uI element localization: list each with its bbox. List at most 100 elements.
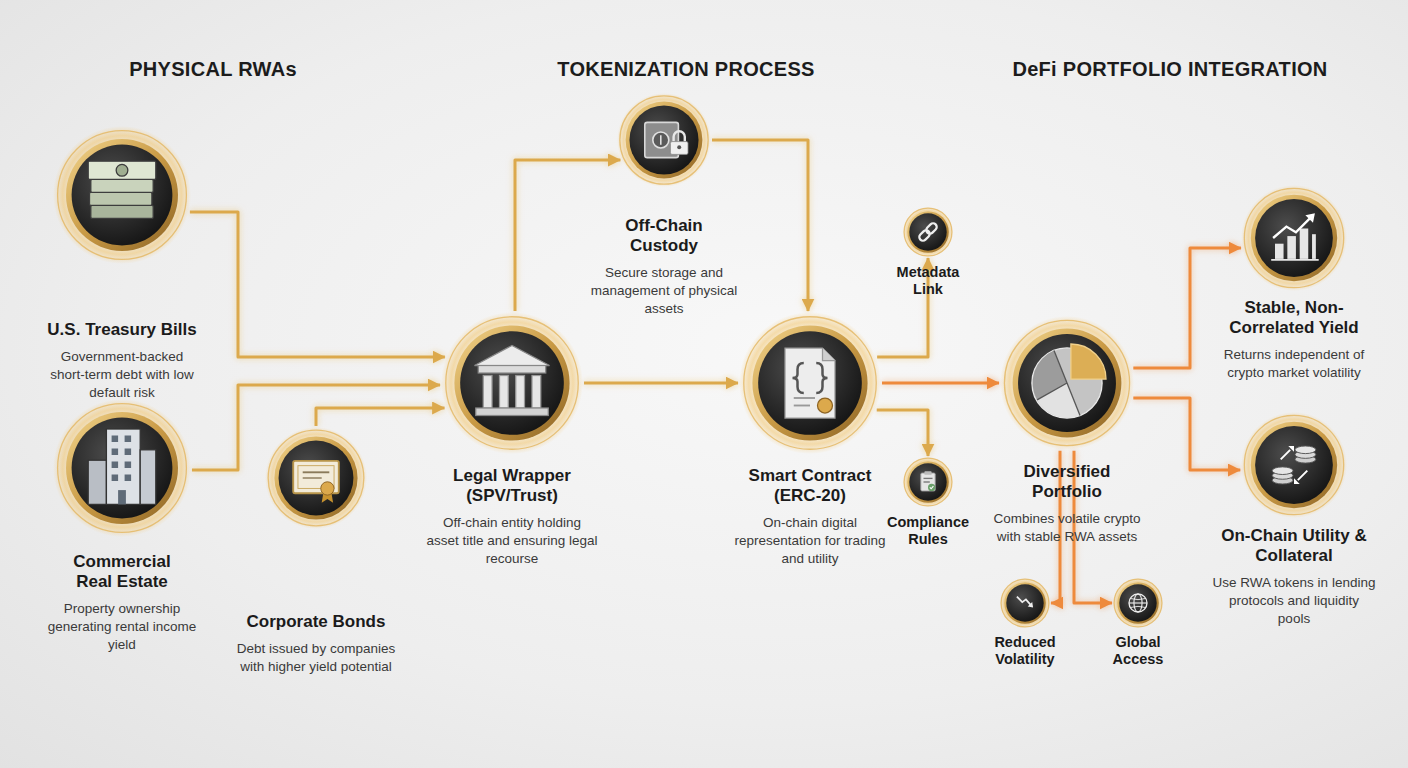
- circle-outline: [904, 208, 952, 256]
- circle-glow: [739, 312, 881, 454]
- node-text: Corporate BondsDebt issued by companies …: [216, 612, 416, 676]
- circle-outline: [58, 131, 187, 260]
- node-circle: [999, 577, 1051, 629]
- circle-outline: [58, 404, 187, 533]
- icon-node: Smart Contract (ERC-20)On-chain digital …: [738, 311, 882, 455]
- node-description: Use RWA tokens in lending protocols and …: [1212, 574, 1377, 627]
- node-circle: [738, 311, 882, 455]
- circle-outline: [1114, 579, 1162, 627]
- flow-arrow: [1133, 398, 1240, 470]
- icon-node: Metadata Link: [902, 206, 954, 258]
- node-circle: [616, 92, 712, 188]
- node-title: Smart Contract (ERC-20): [725, 466, 895, 506]
- circle-glow: [903, 207, 953, 257]
- circle-glow: [53, 399, 191, 537]
- node-circle: [52, 398, 192, 538]
- node-title: Diversified Portfolio: [1007, 462, 1127, 502]
- circle-ring: [1013, 329, 1122, 438]
- circle-core: [1119, 584, 1156, 621]
- column-heading: PHYSICAL RWAs: [0, 58, 463, 81]
- circle-glow: [1000, 316, 1134, 450]
- circle-outline: [268, 430, 364, 526]
- node-circle: [440, 311, 584, 455]
- circle-glow: [1113, 578, 1163, 628]
- node-description: Off-chain entity holding asset title and…: [426, 514, 598, 567]
- circle-ring: [66, 412, 178, 524]
- node-text: Global Access: [1103, 634, 1173, 668]
- node-text: Diversified PortfolioCombines volatile c…: [983, 462, 1151, 546]
- circle-glow: [53, 126, 191, 264]
- circle-glow: [1241, 412, 1347, 518]
- circle-core: [1255, 426, 1333, 504]
- node-text: Commercial Real EstateProperty ownership…: [47, 552, 197, 654]
- circle-core: [1018, 334, 1116, 432]
- node-title: Legal Wrapper (SPV/Trust): [427, 466, 597, 506]
- flow-arrow: [882, 382, 999, 385]
- circle-core: [1255, 199, 1333, 277]
- circle-glow: [617, 93, 711, 187]
- node-title: Compliance Rules: [878, 514, 978, 548]
- node-title: Off-Chain Custody: [604, 216, 724, 256]
- node-title: Corporate Bonds: [216, 612, 416, 632]
- circle-core: [909, 463, 946, 500]
- circle-ring: [274, 436, 357, 519]
- node-circle: [264, 426, 368, 530]
- circle-outline: [744, 317, 876, 449]
- node-text: On-Chain Utility & CollateralUse RWA tok…: [1209, 526, 1379, 628]
- icon-node: Off-Chain CustodySecure storage and mana…: [616, 92, 712, 188]
- circle-core: [72, 418, 173, 519]
- column-heading: TOKENIZATION PROCESS: [436, 58, 936, 81]
- icon-node: Commercial Real EstateProperty ownership…: [52, 398, 192, 538]
- circle-ring: [1251, 422, 1337, 508]
- circle-core: [1006, 584, 1043, 621]
- icon-node: U.S. Treasury BillsGovernment-backed sho…: [52, 125, 192, 265]
- node-description: Property ownership generating rental inc…: [47, 600, 197, 653]
- circle-glow: [1000, 578, 1050, 628]
- circle-outline: [1001, 579, 1049, 627]
- circle-ring: [626, 102, 703, 179]
- circle-outline: [1244, 415, 1343, 514]
- flow-arrow: [190, 212, 445, 357]
- node-circle: [1112, 577, 1164, 629]
- icon-node: Diversified PortfolioCombines volatile c…: [999, 315, 1135, 451]
- node-description: On-chain digital representation for trad…: [724, 514, 896, 567]
- node-description: Secure storage and management of physica…: [589, 264, 739, 317]
- icon-node: On-Chain Utility & CollateralUse RWA tok…: [1240, 411, 1348, 519]
- circle-outline: [446, 317, 578, 449]
- node-text: Legal Wrapper (SPV/Trust) Off-chain entit…: [426, 466, 598, 568]
- node-circle: [902, 456, 954, 508]
- node-circle: [1240, 184, 1348, 292]
- node-text: Metadata Link: [888, 264, 968, 298]
- circle-glow: [1241, 185, 1347, 291]
- circle-outline: [1004, 320, 1129, 445]
- node-circle: [999, 315, 1135, 451]
- circle-core: [72, 145, 173, 246]
- node-text: Off-Chain CustodySecure storage and mana…: [589, 216, 739, 318]
- circle-glow: [903, 457, 953, 507]
- circle-glow: [265, 427, 367, 529]
- node-title: On-Chain Utility & Collateral: [1209, 526, 1379, 566]
- node-title: U.S. Treasury Bills: [22, 320, 222, 340]
- flow-arrow: [584, 382, 738, 385]
- node-text: U.S. Treasury BillsGovernment-backed sho…: [22, 320, 222, 401]
- node-text: Reduced Volatility: [985, 634, 1065, 668]
- node-text: Compliance Rules: [878, 514, 978, 548]
- circle-outline: [1244, 188, 1343, 287]
- circle-ring: [1004, 582, 1046, 624]
- icon-node: Corporate BondsDebt issued by companies …: [264, 426, 368, 530]
- node-description: Returns independent of crypto market vol…: [1210, 346, 1378, 382]
- node-text: Stable, Non-Correlated YieldReturns inde…: [1210, 298, 1378, 382]
- icon-node: Legal Wrapper (SPV/Trust)Off-chain entit…: [440, 311, 584, 455]
- node-title: Commercial Real Estate: [62, 552, 182, 592]
- node-description: Combines volatile crypto with stable RWA…: [983, 510, 1151, 546]
- node-description: Debt issued by companies with higher yie…: [224, 640, 409, 676]
- circle-ring: [66, 139, 178, 251]
- icon-node: Reduced Volatility: [999, 577, 1051, 629]
- node-circle: [52, 125, 192, 265]
- circle-outline: [620, 96, 708, 184]
- circle-outline: [904, 458, 952, 506]
- circle-ring: [1117, 582, 1159, 624]
- circle-ring: [752, 325, 867, 440]
- node-title: Reduced Volatility: [985, 634, 1065, 668]
